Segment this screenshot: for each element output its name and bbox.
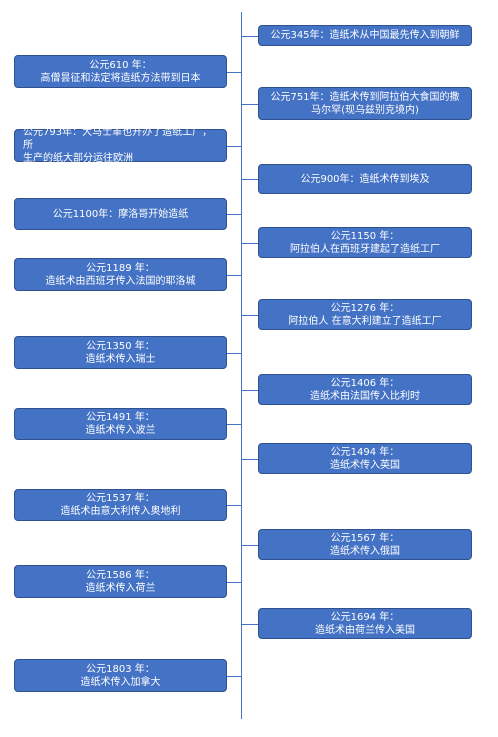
timeline-connector xyxy=(242,315,258,316)
event-text-line: 阿拉伯人在西班牙建起了造纸工厂 xyxy=(290,243,440,255)
event-text-line: 公元1567 年： xyxy=(330,532,400,544)
timeline-connector xyxy=(227,214,241,215)
timeline-connector xyxy=(242,179,258,180)
timeline-event: 公元1100年：摩洛哥开始造纸 xyxy=(14,198,227,230)
event-text-line: 造纸术由荷兰传入美国 xyxy=(315,624,415,636)
event-text-line: 公元1406 年： xyxy=(330,377,400,389)
timeline-connector xyxy=(227,505,241,506)
event-text-line: 公元1491 年： xyxy=(86,412,155,423)
timeline-event: 公元900年：造纸术传到埃及 xyxy=(258,164,472,194)
event-text-line: 公元1537 年： xyxy=(86,493,155,504)
event-text-line: 造纸术由西班牙传入法国的耶洛城 xyxy=(45,275,196,287)
timeline-connector xyxy=(227,275,241,276)
timeline-axis xyxy=(241,12,242,719)
event-text: 公元793年：大马士革也开办了造纸工厂，所生产的纸大部分运往欧洲 xyxy=(23,126,222,165)
timeline-connector xyxy=(242,624,258,625)
event-text-line: 马尔罕(现乌兹别克境内) xyxy=(311,104,419,116)
event-text: 公元1406 年：造纸术由法国传入比利时 xyxy=(310,377,420,403)
event-text-line: 公元1494 年： xyxy=(330,446,400,458)
event-text-line: 公元1100年：摩洛哥开始造纸 xyxy=(52,208,189,220)
event-text-line: 高僧昙征和法定将造纸方法带到日本 xyxy=(40,72,201,84)
timeline-connector xyxy=(242,545,258,546)
event-text: 公元1350 年：造纸术传入瑞士 xyxy=(86,340,156,366)
timeline-connector xyxy=(242,390,258,391)
event-text-line: 公元751年：造纸术传到阿拉伯大食国的撒 xyxy=(270,91,460,103)
event-text: 公元610 年：高僧昙征和法定将造纸方法带到日本 xyxy=(41,59,201,85)
event-text-line: 公元1189 年： xyxy=(86,262,155,274)
event-text: 公元1567 年：造纸术传入俄国 xyxy=(330,532,400,558)
event-text: 公元1803 年：造纸术传入加拿大 xyxy=(81,663,161,689)
timeline-event: 公元1276 年：阿拉伯人 在意大利建立了造纸工厂 xyxy=(258,299,472,330)
event-text-line: 公元793年：大马士革也开办了造纸工厂，所 xyxy=(23,127,213,151)
event-text-line: 造纸术由意大利传入奥地利 xyxy=(60,506,181,517)
timeline-event: 公元1150 年：阿拉伯人在西班牙建起了造纸工厂 xyxy=(258,227,472,258)
timeline-connector xyxy=(227,146,241,147)
timeline-event: 公元1491 年： 造纸术传入波兰 xyxy=(14,408,227,440)
event-text-line: 造纸术传入荷兰 xyxy=(85,582,156,594)
event-text-line: 造纸术传入俄国 xyxy=(330,545,400,557)
event-text-line: 公元1150 年： xyxy=(330,230,400,242)
event-text-line: 阿拉伯人 在意大利建立了造纸工厂 xyxy=(288,315,442,327)
event-text-line: 公元1694 年： xyxy=(330,611,400,623)
event-text-line: 造纸术由法国传入比利时 xyxy=(310,390,420,402)
event-text-line: 造纸术传入波兰 xyxy=(85,425,156,436)
event-text: 公元1276 年：阿拉伯人 在意大利建立了造纸工厂 xyxy=(288,302,441,328)
timeline-connector xyxy=(242,243,258,244)
timeline-event: 公元345年：造纸术从中国最先传入到朝鲜 xyxy=(258,25,472,46)
event-text: 公元1100年：摩洛哥开始造纸 xyxy=(53,208,188,221)
event-text-line: 造纸术传入加拿大 xyxy=(80,676,161,688)
event-text-line: 公元900年：造纸术传到埃及 xyxy=(300,173,430,185)
timeline-event: 公元1494 年：造纸术传入英国 xyxy=(258,443,472,474)
event-text: 公元1586 年：造纸术传入荷兰 xyxy=(86,569,156,595)
event-text: 公元1189 年：造纸术由西班牙传入法国的耶洛城 xyxy=(46,262,196,288)
event-text: 公元751年：造纸术传到阿拉伯大食国的撒马尔罕(现乌兹别克境内) xyxy=(270,91,459,117)
event-text: 公元1150 年：阿拉伯人在西班牙建起了造纸工厂 xyxy=(290,230,440,256)
event-text-line: 公元1803 年： xyxy=(86,663,155,675)
timeline-event: 公元1586 年：造纸术传入荷兰 xyxy=(14,565,227,598)
timeline-event: 公元793年：大马士革也开办了造纸工厂，所生产的纸大部分运往欧洲 xyxy=(14,126,227,165)
timeline-connector xyxy=(227,72,241,73)
timeline-connector xyxy=(227,582,241,583)
event-text: 公元1491 年： 造纸术传入波兰 xyxy=(86,411,156,437)
timeline-event: 公元1537 年： 造纸术由意大利传入奥地利 xyxy=(14,489,227,521)
event-text-line: 造纸术传入瑞士 xyxy=(85,353,156,365)
timeline-connector xyxy=(227,676,241,677)
timeline-event: 公元1803 年：造纸术传入加拿大 xyxy=(14,659,227,692)
timeline-connector xyxy=(242,104,258,105)
event-text-line: 公元1276 年： xyxy=(330,302,400,314)
timeline-connector xyxy=(227,424,241,425)
event-text: 公元900年：造纸术传到埃及 xyxy=(300,173,429,186)
event-text-line: 公元345年：造纸术从中国最先传入到朝鲜 xyxy=(270,30,460,41)
event-text-line: 公元1350 年： xyxy=(86,340,155,352)
timeline-event: 公元1406 年：造纸术由法国传入比利时 xyxy=(258,374,472,405)
event-text-line: 公元610 年： xyxy=(89,59,152,71)
timeline-event: 公元1694 年：造纸术由荷兰传入美国 xyxy=(258,608,472,639)
event-text: 公元345年：造纸术从中国最先传入到朝鲜 xyxy=(270,29,459,42)
event-text-line: 生产的纸大部分运往欧洲 xyxy=(23,153,133,164)
timeline-event: 公元1350 年：造纸术传入瑞士 xyxy=(14,336,227,369)
event-text: 公元1494 年：造纸术传入英国 xyxy=(330,446,400,472)
timeline-event: 公元1189 年：造纸术由西班牙传入法国的耶洛城 xyxy=(14,258,227,291)
event-text-line: 公元1586 年： xyxy=(86,569,155,581)
event-text: 公元1537 年： 造纸术由意大利传入奥地利 xyxy=(61,492,181,518)
timeline-event: 公元751年：造纸术传到阿拉伯大食国的撒马尔罕(现乌兹别克境内) xyxy=(258,87,472,120)
event-text-line: 造纸术传入英国 xyxy=(330,459,400,471)
event-text: 公元1694 年：造纸术由荷兰传入美国 xyxy=(315,611,415,637)
timeline-event: 公元1567 年：造纸术传入俄国 xyxy=(258,529,472,560)
timeline-connector xyxy=(227,353,241,354)
timeline-connector xyxy=(242,459,258,460)
timeline-event: 公元610 年：高僧昙征和法定将造纸方法带到日本 xyxy=(14,55,227,88)
timeline-connector xyxy=(242,36,258,37)
